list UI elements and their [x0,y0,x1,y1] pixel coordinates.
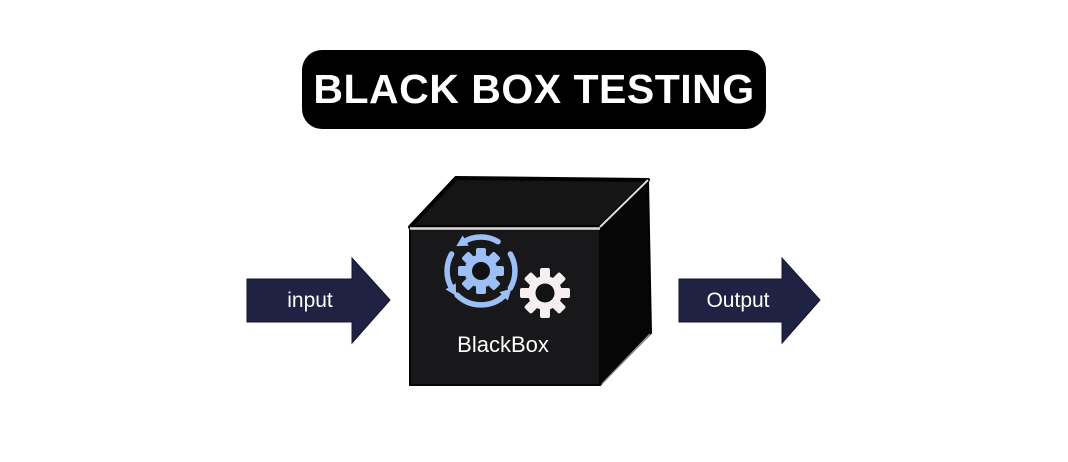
input-arrow-label: input [287,289,333,312]
gear-icon [520,268,570,318]
rotating-gear-sync-icon [444,234,518,308]
black-box: BlackBox [408,176,652,386]
gear-hole [535,283,555,303]
output-arrow-label: Output [706,289,769,312]
sync-gear-hole [472,262,490,280]
blackbox-label: BlackBox [457,332,549,357]
title-badge: BLACK BOX TESTING [302,50,766,129]
output-arrow [678,256,821,345]
sync-arrows [444,234,518,308]
box-front-face [409,226,601,386]
box-edge-highlight-diagonal [599,179,649,228]
input-arrow [246,256,391,345]
page-title: BLACK BOX TESTING [313,66,755,112]
box-edge-highlight-bottom [601,333,651,385]
